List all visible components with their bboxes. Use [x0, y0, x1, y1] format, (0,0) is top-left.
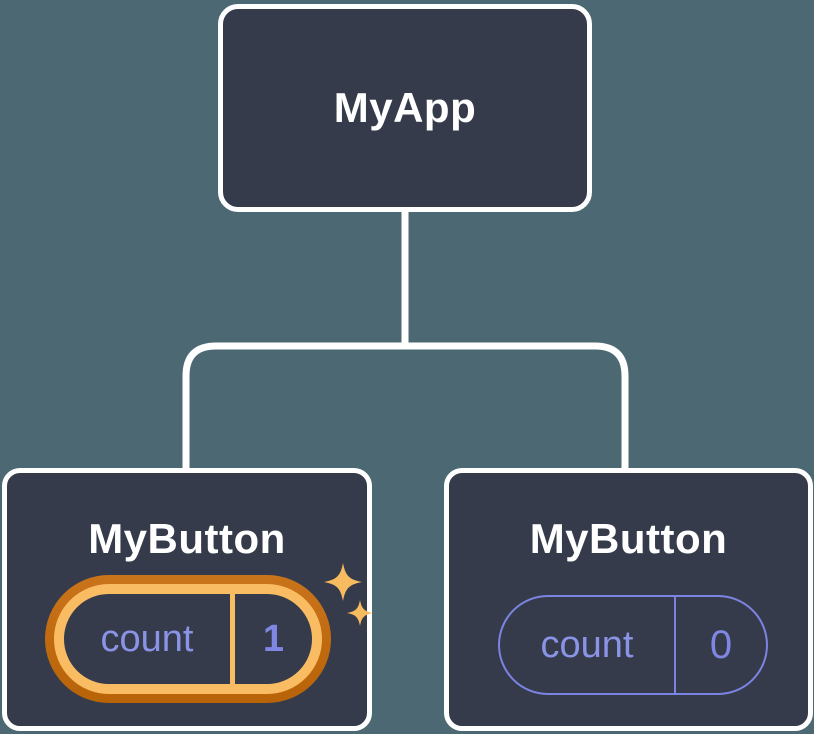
- sparkle-icon: [324, 563, 373, 626]
- node-label-mybutton-1: MyButton: [88, 515, 286, 562]
- state-name-label: count: [540, 623, 634, 666]
- state-name-cell: count: [64, 594, 230, 684]
- pill-divider: [674, 597, 676, 693]
- state-pill-highlighted: count 1: [45, 575, 331, 703]
- tree-node-mybutton-1: MyButton count 1: [2, 468, 373, 731]
- connector-bracket: [182, 342, 629, 472]
- sparkle-small: [347, 600, 373, 626]
- node-label-mybutton-2: MyButton: [529, 515, 728, 562]
- state-value-label: 0: [709, 622, 733, 667]
- state-name-cell: count: [500, 597, 674, 693]
- state-name-label: count: [100, 617, 194, 660]
- node-label-myapp: MyApp: [333, 84, 477, 131]
- state-value-label: 1: [262, 617, 285, 660]
- state-pill: count 1: [54, 584, 322, 694]
- state-value-cell: 1: [235, 594, 312, 684]
- state-pill: count 0: [498, 595, 768, 695]
- pill-divider: [230, 594, 235, 684]
- tree-node-myapp: MyApp: [218, 4, 592, 212]
- tree-node-mybutton-2: MyButton count 0: [444, 468, 813, 731]
- state-value-cell: 0: [676, 597, 766, 693]
- sparkle-large: [324, 563, 362, 601]
